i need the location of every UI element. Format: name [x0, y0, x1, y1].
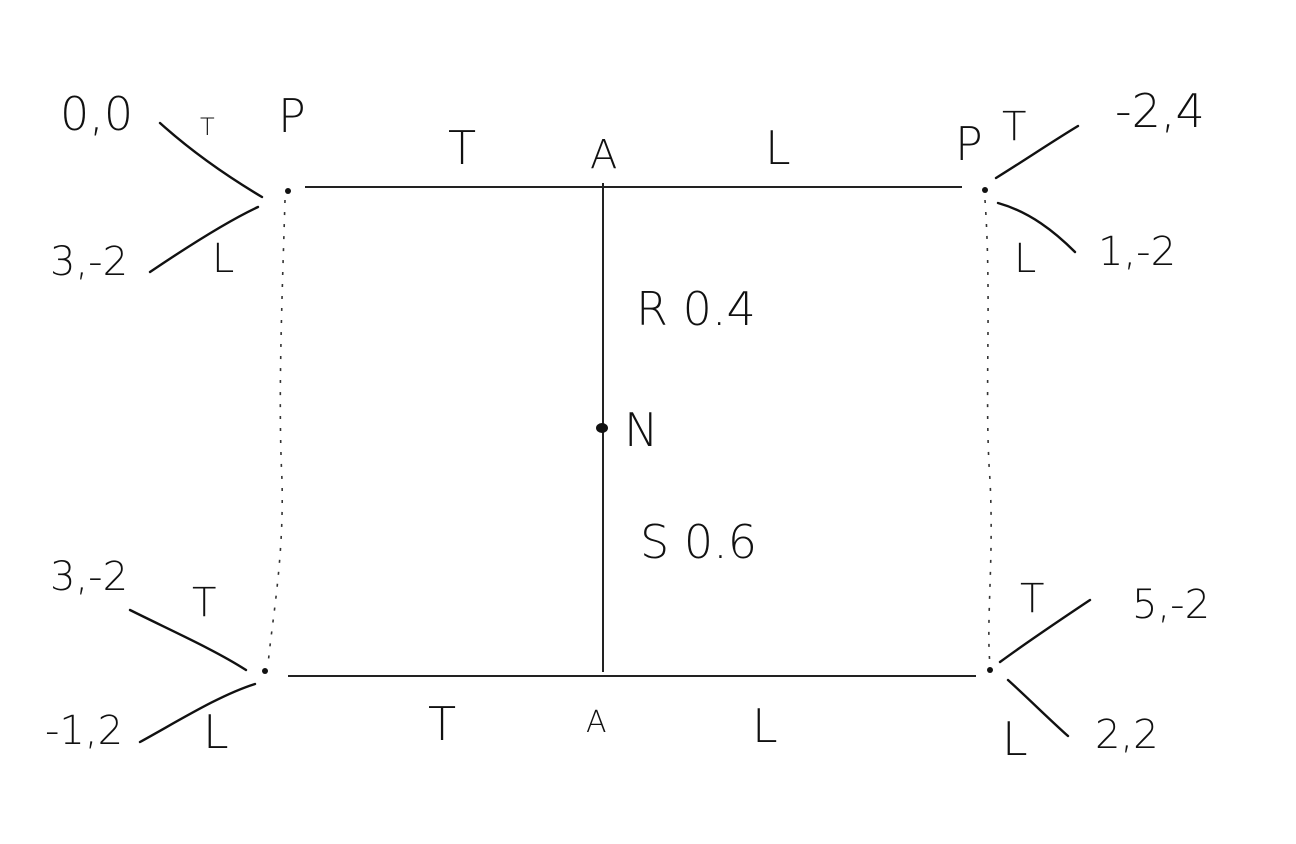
bottom-edge-mid-label: A — [586, 705, 607, 740]
top-left-l-branch — [148, 205, 260, 274]
bottom-right-t-payoff: 5,-2 — [1132, 582, 1210, 628]
top-right-t-branch-label: T — [1002, 104, 1026, 150]
nature-label: N — [624, 403, 658, 457]
top-edge-right-label: L — [765, 121, 791, 175]
bottom-right-node — [987, 667, 993, 673]
bottom-left-l-branch-label: L — [203, 705, 229, 759]
nature-upper-branch-label: R 0.4 — [636, 282, 756, 336]
top-left-node — [285, 188, 291, 194]
bottom-edge-right-label: L — [752, 699, 778, 753]
top-right-l-payoff: 1,-2 — [1098, 229, 1176, 275]
bottom-right-t-branch-label: T — [1020, 576, 1044, 622]
top-right-node — [982, 187, 988, 193]
bottom-edge-left-label: T — [428, 697, 456, 751]
bottom-right-l-branch — [1006, 678, 1070, 738]
nature-node — [596, 423, 608, 433]
top-right-player-label: P — [955, 117, 983, 171]
top-right-t-branch — [994, 124, 1080, 180]
bottom-right-l-branch-label: L — [1002, 712, 1028, 766]
bottom-left-t-branch — [128, 608, 248, 672]
top-left-t-branch — [158, 121, 264, 199]
top-left-l-payoff: 3,-2 — [50, 239, 128, 285]
bottom-right-t-branch — [998, 598, 1092, 664]
bottom-right-l-payoff: 2,2 — [1095, 712, 1159, 758]
bottom-left-t-branch-label: T — [192, 580, 216, 626]
top-right-t-payoff: -2,4 — [1115, 84, 1205, 138]
top-right-l-branch-label: L — [1014, 236, 1036, 282]
top-left-t-payoff: 0,0 — [60, 87, 133, 141]
nature-lower-branch-label: S 0.6 — [640, 515, 757, 569]
right-information-set-line — [984, 199, 992, 666]
top-left-t-branch-label: T — [200, 113, 215, 141]
bottom-left-t-payoff: 3,-2 — [50, 554, 128, 600]
top-edge-mid-label: A — [590, 132, 617, 178]
top-edge-left-label: T — [448, 121, 476, 175]
bottom-left-l-payoff: -1,2 — [45, 708, 123, 754]
top-right-l-branch — [996, 201, 1077, 254]
bottom-left-node — [262, 668, 268, 674]
left-information-set-line — [267, 199, 286, 666]
bottom-left-l-branch — [138, 682, 257, 744]
top-left-l-branch-label: L — [212, 236, 234, 282]
top-left-player-label: P — [278, 89, 306, 143]
